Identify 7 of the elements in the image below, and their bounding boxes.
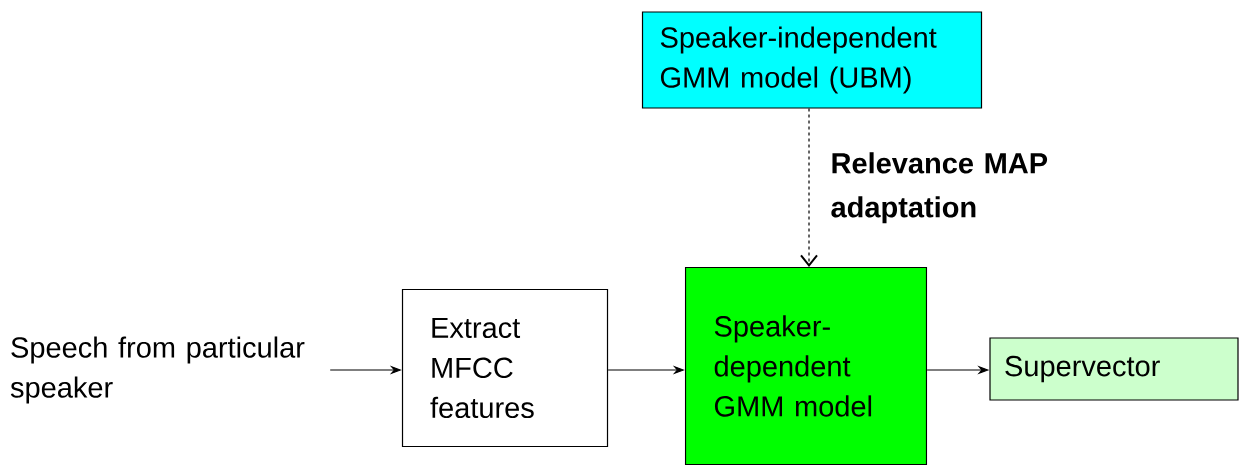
process-box: Extract MFCC features [401, 288, 609, 448]
process-box: Supervector [989, 337, 1239, 401]
edge-label: Relevance MAP adaptation [831, 152, 1048, 224]
process-box: Speaker-independent GMM model (UBM) [641, 11, 983, 109]
process-box: Speaker-dependent GMM model [684, 266, 928, 465]
arrow [800, 108, 818, 267]
input-text: Speech from particular speaker [10, 336, 305, 404]
